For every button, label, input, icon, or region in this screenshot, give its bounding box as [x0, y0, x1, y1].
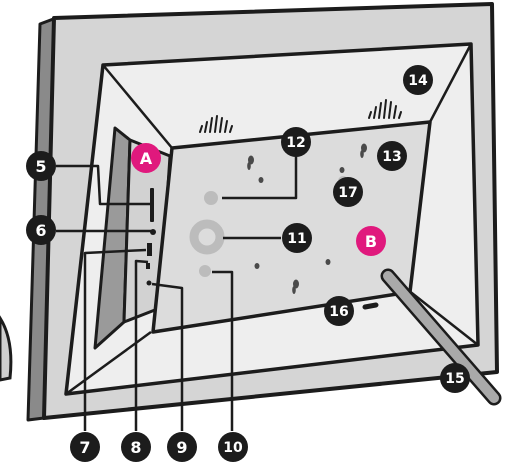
callout-b-label: B [365, 232, 377, 251]
callout-a-label: A [140, 149, 153, 168]
stand-15[interactable] [380, 268, 502, 406]
callout-6: 6 [26, 215, 56, 245]
callout-12: 12 [281, 127, 311, 157]
leader-line-9 [151, 282, 184, 431]
leader-line-7 [83, 248, 147, 431]
keyhole-mount-holes [247, 143, 367, 294]
stand-slot-16 [362, 302, 379, 310]
leader-line-10 [212, 270, 234, 431]
power-jack[interactable] [146, 280, 152, 286]
leader-line-5 [56, 164, 152, 206]
callout-7-label: 7 [79, 438, 90, 457]
callout-12-label: 12 [286, 135, 305, 151]
button-12[interactable] [204, 191, 218, 205]
bevel-line-top-right [428, 43, 473, 123]
callout-6-label: 6 [35, 221, 46, 240]
callout-a: A [131, 143, 161, 173]
leader-lines [56, 155, 298, 431]
callout-10-label: 10 [223, 440, 243, 456]
callout-9-label: 9 [176, 438, 187, 457]
callout-14-label: 14 [408, 73, 428, 89]
callout-11-label: 11 [287, 231, 306, 247]
callout-8: 8 [121, 432, 151, 462]
callout-15: 15 [440, 363, 470, 393]
left-edge-object [0, 315, 13, 382]
callout-16-label: 16 [329, 304, 348, 320]
leader-line-12 [222, 155, 298, 200]
screw-holes [254, 167, 345, 269]
bevel-line-bottom-right [407, 289, 479, 346]
callout-8-label: 8 [130, 438, 141, 457]
leader-line-8 [134, 259, 149, 431]
headphone-jack[interactable] [150, 229, 156, 235]
callout-7: 7 [70, 432, 100, 462]
usb-port[interactable] [147, 243, 152, 256]
callout-5: 5 [26, 151, 56, 181]
callout-10: 10 [218, 432, 248, 462]
callout-17: 17 [333, 177, 363, 207]
mini-usb-port[interactable] [146, 263, 150, 269]
callout-b: B [356, 226, 386, 256]
callout-16: 16 [324, 296, 354, 326]
callout-9: 9 [167, 432, 197, 462]
speaker-grille-right [368, 99, 402, 119]
speaker-grille-left [199, 115, 233, 133]
callout-11: 11 [282, 223, 312, 253]
callout-15-label: 15 [445, 371, 464, 387]
callout-5-label: 5 [35, 157, 46, 176]
callout-14: 14 [403, 65, 433, 95]
callout-13: 13 [377, 141, 407, 171]
bevel-line-top-left [102, 64, 173, 149]
dial-ring-11[interactable] [189, 219, 225, 255]
button-10[interactable] [199, 265, 211, 277]
callout-17-label: 17 [338, 185, 357, 201]
callout-13-label: 13 [382, 149, 401, 165]
